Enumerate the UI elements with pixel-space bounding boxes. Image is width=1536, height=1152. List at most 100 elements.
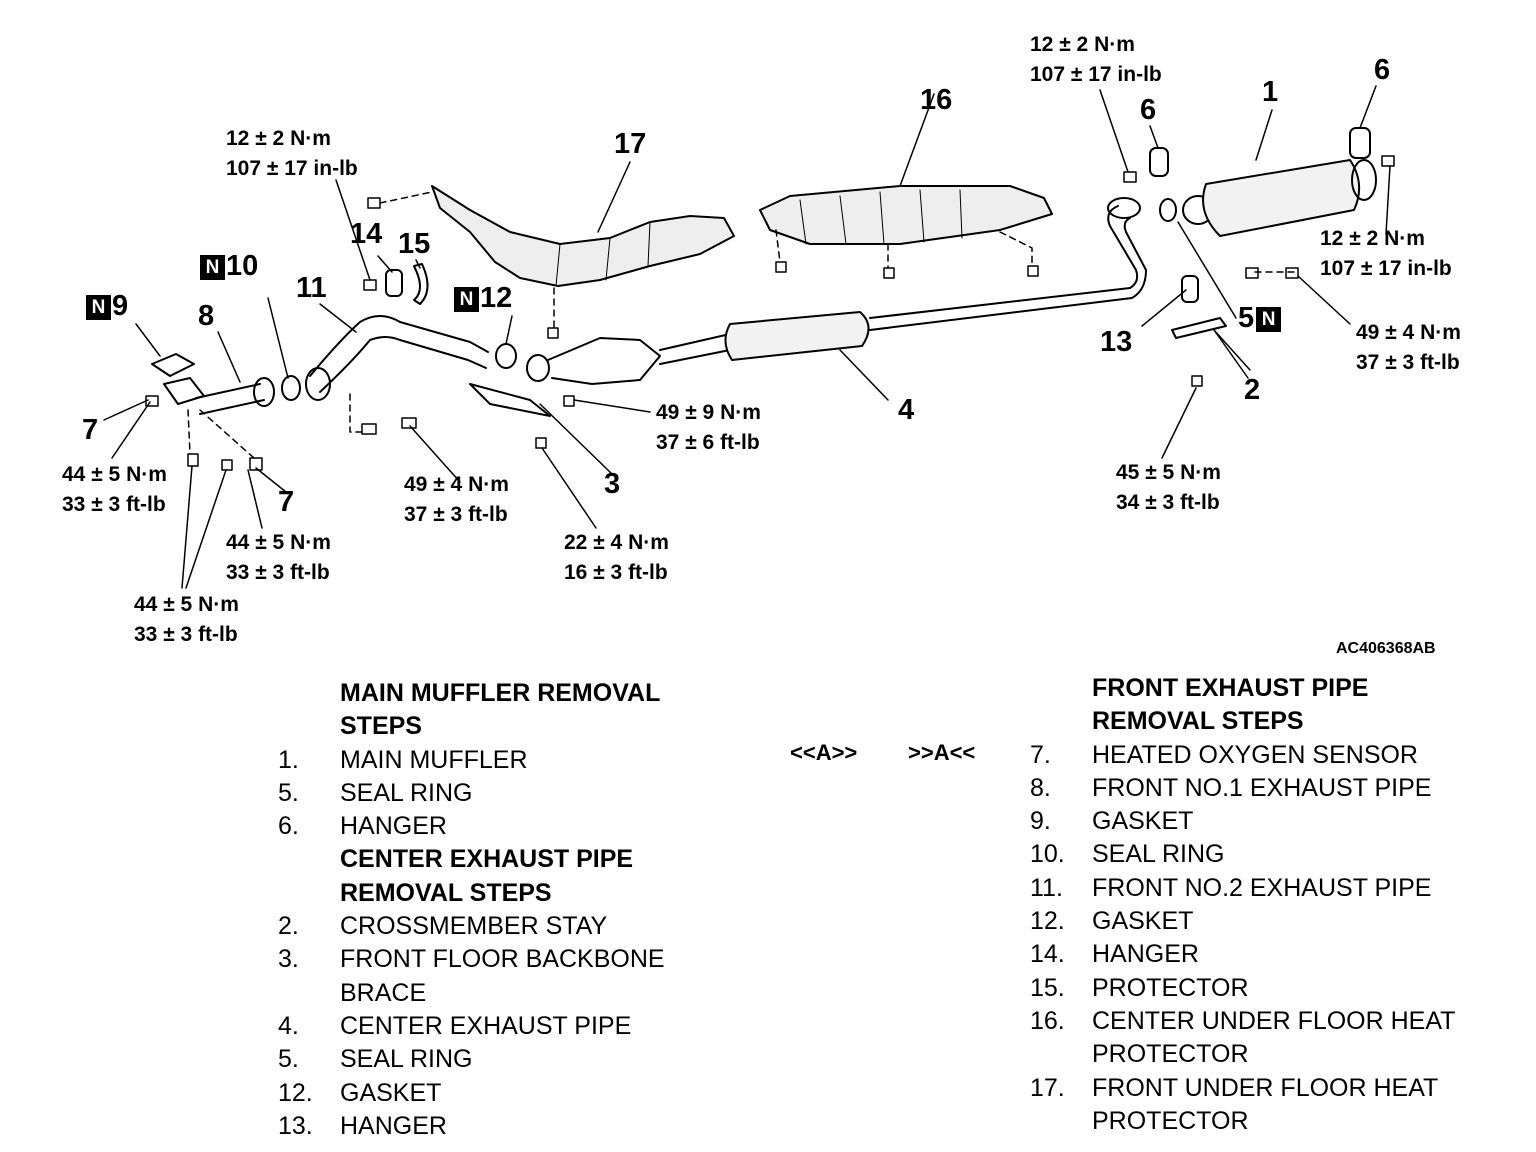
callout-12-number: 12: [480, 282, 513, 314]
step-row: 15. PROTECTOR: [1030, 972, 1455, 1005]
step-text: PROTECTOR: [1092, 1106, 1249, 1135]
step-row: 16.CENTER UNDER FLOOR HEAT: [1030, 1005, 1455, 1038]
step-number: [1030, 1038, 1092, 1071]
torque-metric: 44 ± 5 N·m: [134, 593, 239, 616]
step-number: 9.: [1030, 807, 1051, 836]
step-row: 7. HEATED OXYGEN SENSOR: [1030, 739, 1455, 772]
step-row: 1.MAIN MUFFLER: [278, 744, 665, 777]
step-row: 12.GASKET: [1030, 905, 1455, 938]
callout-10-number: 10: [226, 250, 259, 282]
step-row: 9.GASKET: [1030, 805, 1455, 838]
catalytic-converter: [547, 337, 661, 385]
step-number: 17.: [1030, 1073, 1065, 1102]
heading-line: FRONT EXHAUST PIPE: [1092, 674, 1369, 702]
step-text: MAIN MUFFLER: [340, 745, 528, 774]
heading-center-pipe: CENTER EXHAUST PIPE: [278, 843, 665, 876]
callout-7-left: 7: [82, 414, 99, 446]
callout-3: 3: [604, 468, 621, 500]
main-muffler: [1202, 159, 1361, 237]
step-number: 3.: [278, 945, 299, 974]
marker-a-installation: >>A<<: [908, 740, 976, 765]
step-number: 5.: [278, 1045, 299, 1074]
step-text: GASKET: [340, 1078, 442, 1107]
step-text: HEATED OXYGEN SENSOR: [1092, 740, 1418, 769]
step-number: 14.: [1030, 940, 1065, 969]
step-number: 12.: [278, 1078, 313, 1107]
heading-front-pipe: FRONT EXHAUST PIPE: [1030, 672, 1455, 705]
step-text: PROTECTOR: [1092, 1040, 1249, 1069]
front-heat-protector: [431, 185, 735, 287]
left-removal-steps: MAIN MUFFLER REMOVAL STEPS 1.MAIN MUFFLE…: [278, 677, 665, 1143]
center-heat-protector: [759, 185, 1053, 245]
callout-6-muffler: 6: [1374, 54, 1391, 86]
step-number: [278, 977, 340, 1010]
callout-7-right: 7: [278, 486, 295, 518]
torque-imperial: 107 ± 17 in-lb: [1030, 63, 1162, 86]
step-text: SEAL RING: [1092, 840, 1225, 869]
step-text: GASKET: [1092, 907, 1194, 936]
heading-line: STEPS: [340, 712, 422, 741]
step-row: 17. FRONT UNDER FLOOR HEAT: [1030, 1072, 1455, 1105]
callout-11: 11: [296, 272, 327, 304]
torque-metric: 45 ± 5 N·m: [1116, 461, 1221, 484]
torque-metric: 12 ± 2 N·m: [1030, 33, 1135, 56]
torque-imperial: 33 ± 3 ft-lb: [134, 623, 238, 646]
torque-metric: 49 ± 4 N·m: [404, 473, 509, 496]
torque-metric: 44 ± 5 N·m: [62, 463, 167, 486]
callout-5-number: 5: [1238, 302, 1255, 334]
torque-imperial: 37 ± 3 ft-lb: [1356, 351, 1460, 374]
callout-13: 13: [1100, 326, 1133, 358]
step-number: 8.: [1030, 773, 1051, 802]
marker-a-removal: <<A>>: [790, 740, 858, 765]
figure-code: AC406368AB: [1336, 640, 1436, 657]
callout-1: 1: [1262, 76, 1279, 108]
step-number: 7.: [1030, 740, 1051, 769]
step-row: 11.FRONT NO.2 EXHAUST PIPE: [1030, 872, 1455, 905]
heading-line: MAIN MUFFLER REMOVAL: [340, 679, 661, 707]
step-row: BRACE: [278, 977, 665, 1010]
step-row: 6.HANGER: [278, 810, 665, 843]
step-row: 14.HANGER: [1030, 938, 1455, 971]
step-text: SEAL RING: [340, 1045, 473, 1074]
step-row: PROTECTOR: [1030, 1038, 1455, 1071]
step-text: HANGER: [340, 1111, 447, 1140]
step-text: BRACE: [340, 978, 427, 1007]
step-number: 2.: [278, 912, 299, 941]
step-row: 8.FRONT NO.1 EXHAUST PIPE: [1030, 772, 1455, 805]
step-text: CENTER EXHAUST PIPE: [340, 1011, 632, 1040]
step-text: PROTECTOR: [1092, 973, 1249, 1002]
backbone-brace: [469, 383, 551, 417]
callout-9-number: 9: [112, 290, 129, 322]
torque-imperial: 37 ± 6 ft-lb: [656, 431, 760, 454]
step-row: 5. SEAL RING: [278, 1043, 665, 1076]
callout-16: 16: [920, 84, 953, 116]
heading-main-muffler: MAIN MUFFLER REMOVAL: [278, 677, 665, 710]
torque-imperial: 16 ± 3 ft-lb: [564, 561, 668, 584]
heading-line: REMOVAL STEPS: [1092, 707, 1304, 736]
step-number: 15.: [1030, 973, 1065, 1002]
n-marker-icon: N: [200, 255, 225, 280]
torque-spec-left-c: 44 ± 5 N·m 33 ± 3 ft-lb: [134, 590, 239, 650]
heading-front-pipe-2: REMOVAL STEPS: [1030, 705, 1455, 738]
step-number: 13.: [278, 1111, 313, 1140]
callout-8: 8: [198, 300, 215, 332]
step-text: FRONT FLOOR BACKBONE: [340, 945, 665, 974]
heading-line: REMOVAL STEPS: [340, 878, 552, 907]
step-number: 10.: [1030, 840, 1065, 869]
torque-imperial: 33 ± 3 ft-lb: [226, 561, 330, 584]
crossmember-stay: [1171, 317, 1227, 339]
resonator: [724, 311, 870, 361]
step-row: 5.SEAL RING: [278, 777, 665, 810]
torque-metric: 12 ± 2 N·m: [226, 127, 331, 150]
step-text: SEAL RING: [340, 778, 473, 807]
step-text: CENTER UNDER FLOOR HEAT: [1092, 1006, 1456, 1035]
step-text: FRONT UNDER FLOOR HEAT: [1092, 1073, 1439, 1102]
